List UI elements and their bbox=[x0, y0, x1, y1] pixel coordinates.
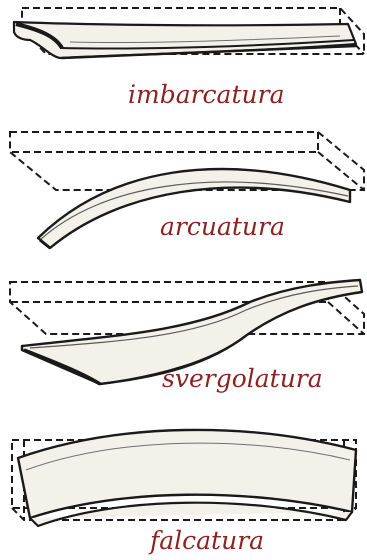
crooked-board bbox=[18, 430, 356, 526]
label-svergolatura: svergolatura bbox=[162, 366, 323, 391]
label-falcatura: falcatura bbox=[150, 528, 264, 553]
cupped-board bbox=[14, 22, 356, 58]
label-arcuatura: arcuatura bbox=[160, 214, 285, 239]
label-imbarcatura: imbarcatura bbox=[128, 82, 284, 107]
falcatura-illustration bbox=[12, 430, 356, 526]
imbarcatura-illustration bbox=[14, 8, 364, 58]
